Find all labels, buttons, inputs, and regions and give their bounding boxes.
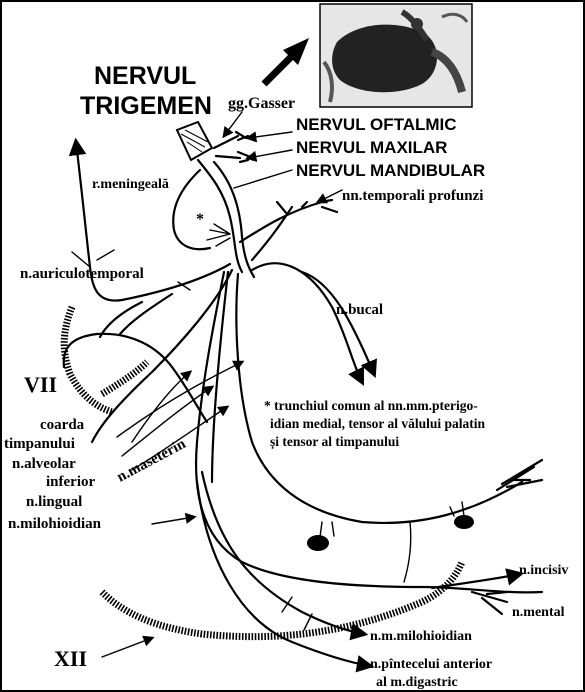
label-digastric-1: n.pîntecelui anterior (370, 657, 492, 672)
gasser-ganglion (175, 120, 214, 162)
label-mylohyoid-muscle: n.m.milohioidian (370, 629, 472, 644)
inferior-alveolar-nerve (195, 270, 544, 594)
label-buccal: n.bucal (336, 302, 383, 318)
footnote-line1: * trunchiul comun al nn.mm.pterigo- (264, 398, 478, 413)
label-deep-temporal: nn.temporali profunzi (342, 188, 483, 204)
label-masseteric: n.maseterin (114, 436, 189, 486)
label-incisive: n.incisiv (519, 563, 568, 578)
label-alveolar-1: n.alveolar (12, 456, 76, 472)
ophthalmic-stub (212, 130, 250, 150)
mandibular-trunk (196, 158, 244, 274)
ganglion-photo-inset (319, 3, 473, 108)
buccal-nerve (250, 262, 364, 386)
footnote-line3: și tensor al timpanului (270, 434, 399, 450)
label-asterisk: * (196, 211, 204, 228)
submandibular-ganglia (307, 501, 474, 551)
masseteric-nerve (90, 268, 234, 444)
facial-nerve-VII (60, 305, 114, 416)
label-maxillary: NERVUL MAXILAR (296, 138, 447, 157)
hypoglossal-nerve-XII (99, 560, 466, 641)
label-facial: VII (24, 372, 57, 397)
label-mental: n.mental (512, 605, 565, 620)
label-gasser: gg.Gasser (228, 95, 295, 112)
deep-temporal-nerves (238, 198, 339, 244)
footnote-line2: idian medial, tensor al vălului palatin (270, 416, 486, 431)
common-trunk-twigs (206, 223, 231, 247)
label-ophthalmic: NERVUL OFTALMIC (296, 115, 457, 134)
pointer-arrow (261, 51, 297, 87)
lingual-terminal-branches (495, 458, 544, 492)
label-alveolar-2: inferior (46, 474, 95, 490)
label-auriculotemporal: n.auriculotemporal (20, 266, 144, 282)
mental-branches (470, 590, 509, 616)
label-chorda-2: timpanului (4, 436, 75, 452)
label-chorda-1: coarda (40, 417, 85, 433)
title-line1: NERVUL (94, 62, 196, 90)
mylohyoid-nerve (200, 470, 369, 641)
label-hypoglossal: XII (54, 646, 87, 671)
chorda-tympani (62, 332, 209, 424)
label-lingual: n.lingual (26, 494, 82, 510)
incisive-branch (430, 568, 525, 590)
label-mylohyoid: n.milohioidian (8, 516, 102, 532)
label-mandibular: NERVUL MANDIBULAR (296, 161, 485, 180)
label-meningeal: r.meningeală (92, 177, 169, 192)
lingual-nerve (235, 272, 524, 525)
meningeal-branch (172, 168, 212, 251)
maxillary-stub (214, 150, 250, 164)
title-line2: TRIGEMEN (80, 92, 212, 120)
auriculotemporal-nerve (68, 137, 232, 302)
leader-lines (101, 111, 343, 658)
label-digastric-2: al m.digastric (376, 675, 458, 690)
